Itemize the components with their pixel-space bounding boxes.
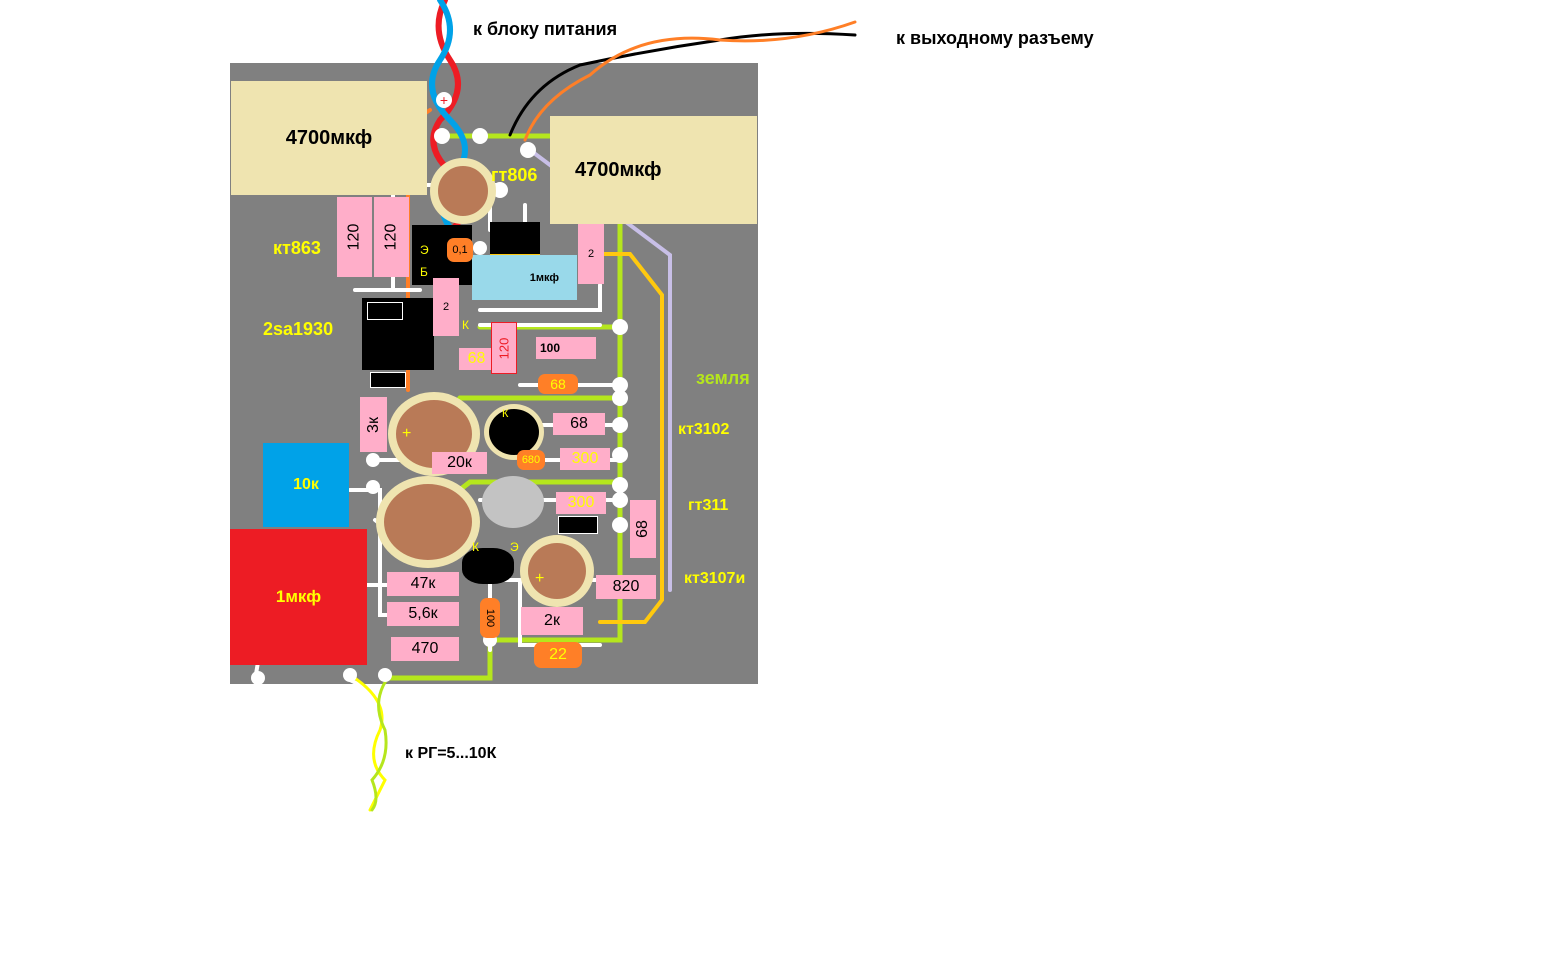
capacitor-1uf-film: 1мкф bbox=[472, 255, 577, 300]
resistor-label: 120 bbox=[496, 337, 512, 359]
resistor-label: 68 bbox=[633, 520, 651, 538]
resistor-470: 470 bbox=[391, 637, 459, 661]
label-kt3107: кт3107и bbox=[684, 570, 746, 587]
resistor-2: 2 bbox=[578, 224, 604, 284]
capacitor-22: 22 bbox=[534, 642, 582, 668]
pin-label: К bbox=[502, 408, 509, 420]
resistor-300: 300 bbox=[556, 492, 606, 514]
power-plus-terminal: + bbox=[436, 92, 452, 108]
pin-label: Э bbox=[420, 243, 429, 257]
resistor-120: 120 bbox=[337, 197, 372, 277]
capacitor-label: 22 bbox=[549, 646, 567, 663]
capacitor-680: 680 bbox=[517, 450, 545, 470]
resistor-2: 2 bbox=[433, 278, 459, 336]
transistor-gt311 bbox=[482, 476, 544, 528]
label-to-power-supply: к блоку питания bbox=[473, 19, 618, 39]
capacitor-label: 100 bbox=[483, 608, 496, 628]
pin-label: Б bbox=[420, 265, 428, 279]
label-to-signal-source: к РГ=5...10К bbox=[405, 745, 497, 762]
transistor-kt3102 bbox=[484, 404, 544, 460]
label-to-output-connector: к выходному разъему bbox=[896, 28, 1094, 48]
resistor-20k: 20к bbox=[432, 452, 487, 474]
electrolytic-capacitor bbox=[520, 535, 594, 607]
pin-label: Э bbox=[510, 540, 519, 554]
capacitor-label: 680 bbox=[521, 454, 541, 466]
resistor-label: 300 bbox=[571, 450, 599, 467]
polarity-plus: + bbox=[402, 425, 412, 442]
electrolytic-capacitor bbox=[376, 476, 480, 568]
resistor-2k: 2к bbox=[521, 607, 583, 635]
capacitor-label: 4700мкф bbox=[575, 158, 662, 181]
polarity-plus: + bbox=[535, 570, 545, 587]
resistor-100: 100 bbox=[536, 337, 596, 359]
resistor-120-small: 120 bbox=[491, 322, 517, 374]
capacitor-4700uf-right: 4700мкф bbox=[550, 116, 757, 224]
capacitor-4700uf-left: 4700мкф bbox=[231, 81, 427, 195]
transistor-gt806 bbox=[430, 158, 496, 224]
label-gt806: гт806 bbox=[491, 165, 538, 185]
resistor-label: 20к bbox=[447, 454, 472, 471]
resistor-label: 68 bbox=[467, 350, 486, 367]
output-wire-orange bbox=[523, 20, 857, 142]
pin-label: К bbox=[472, 540, 479, 554]
resistor-label: 5,6к bbox=[408, 605, 438, 622]
capacitor-label: 4700мкф bbox=[285, 126, 373, 149]
resistor-label: 68 bbox=[570, 415, 588, 432]
capacitor-label: 1мкф bbox=[529, 271, 559, 284]
resistor-label: 120 bbox=[345, 223, 363, 251]
resistor-5.6k: 5,6к bbox=[387, 602, 459, 626]
capacitor-68: 68 bbox=[538, 374, 578, 394]
diode bbox=[370, 372, 406, 388]
resistor-120: 120 bbox=[374, 197, 409, 277]
label-2sa1930: 2sa1930 bbox=[263, 319, 334, 339]
diode bbox=[558, 516, 598, 534]
label-kt863: кт863 bbox=[273, 238, 321, 258]
resistor-68-vertical: 68 bbox=[630, 500, 656, 558]
trimmer-label: 10к bbox=[293, 476, 319, 493]
resistor-label: 2к bbox=[544, 612, 560, 629]
resistor-label: 2 bbox=[442, 301, 450, 313]
capacitor-100: 100 bbox=[480, 598, 500, 638]
capacitor-1uf-input: 1мкф bbox=[230, 529, 367, 665]
transistor-small bbox=[490, 222, 540, 258]
resistor-label: 470 bbox=[411, 640, 439, 657]
resistor-300: 300 bbox=[560, 448, 610, 470]
yellow-trace bbox=[598, 252, 664, 624]
transistor-kt3107 bbox=[462, 548, 514, 584]
resistor-3k: 3к bbox=[360, 397, 387, 452]
pin-label: К bbox=[462, 318, 469, 332]
trimmer-10k: 10к bbox=[263, 443, 349, 527]
diode bbox=[367, 302, 403, 320]
resistor-label: 47к bbox=[410, 575, 436, 592]
label-gt311: гт311 bbox=[688, 497, 729, 514]
resistor-label: 300 bbox=[567, 494, 595, 511]
capacitor-label: 1мкф bbox=[275, 587, 322, 606]
capacitor-label: 68 bbox=[550, 376, 566, 392]
label-kt3102: кт3102 bbox=[678, 421, 730, 438]
resistor-label: 120 bbox=[382, 223, 400, 251]
resistor-label: 2 bbox=[587, 248, 595, 260]
resistor-68: 68 bbox=[459, 348, 494, 370]
capacitor-label: 0,1 bbox=[452, 244, 468, 256]
capacitor-0.1: 0,1 bbox=[447, 238, 473, 262]
resistor-47k: 47к bbox=[387, 572, 459, 596]
power-minus-terminal: − bbox=[436, 128, 446, 145]
rg-wire-green bbox=[370, 673, 392, 812]
resistor-68: 68 bbox=[553, 413, 605, 435]
resistor-label: 100 bbox=[540, 341, 561, 355]
output-wire-black bbox=[508, 31, 857, 137]
resistor-label: 3к bbox=[364, 416, 382, 433]
label-ground: земля bbox=[696, 368, 750, 388]
resistor-label: 820 bbox=[612, 578, 640, 595]
resistor-820: 820 bbox=[596, 575, 656, 599]
